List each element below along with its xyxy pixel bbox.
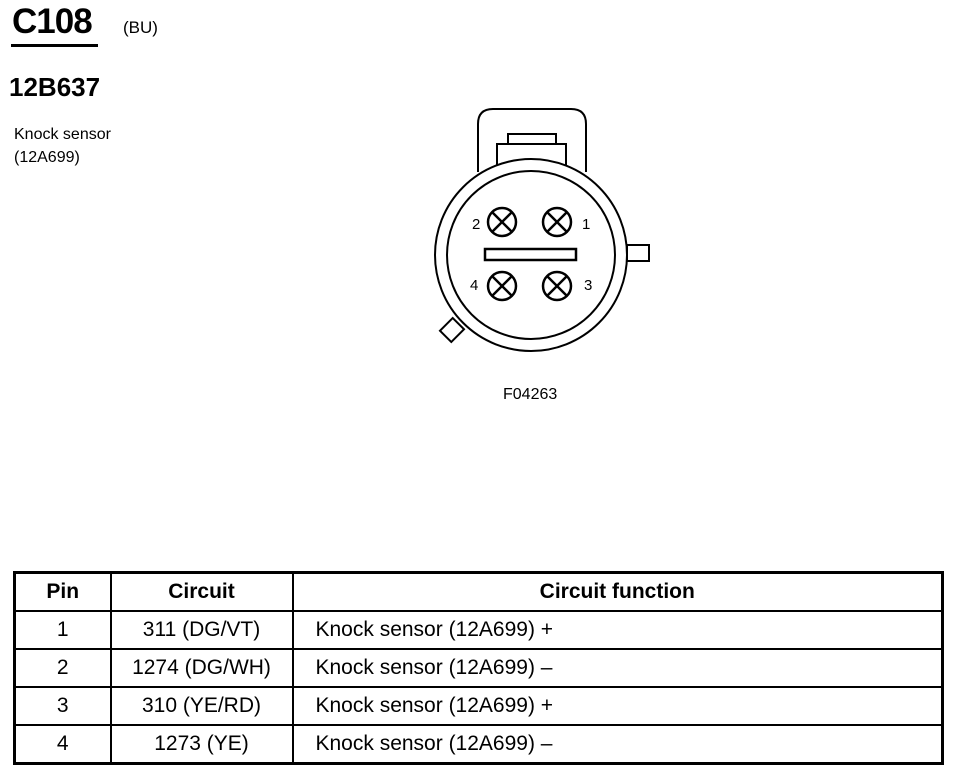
connector-outer-ring bbox=[434, 158, 628, 352]
cell-pin: 2 bbox=[13, 648, 112, 688]
description-line-2: (12A699) bbox=[14, 149, 80, 166]
cell-function: Knock sensor (12A699) + bbox=[291, 686, 944, 726]
connector-inner-ring bbox=[446, 170, 616, 340]
terminal-1 bbox=[541, 206, 573, 238]
header-function: Circuit function bbox=[291, 571, 944, 612]
pin-label-1: 1 bbox=[582, 216, 590, 233]
terminal-3 bbox=[541, 270, 573, 302]
cell-function: Knock sensor (12A699) – bbox=[291, 648, 944, 688]
table-row: 2 1274 (DG/WH) Knock sensor (12A699) – bbox=[13, 648, 944, 688]
figure-id: F04263 bbox=[503, 386, 558, 403]
cell-circuit: 1273 (YE) bbox=[109, 724, 294, 765]
cell-pin: 1 bbox=[13, 610, 112, 650]
header-circuit: Circuit bbox=[109, 571, 294, 612]
color-code: (BU) bbox=[123, 18, 158, 37]
connector-face-diagram: 1 2 3 4 bbox=[434, 108, 650, 352]
table-row: 1 311 (DG/VT) Knock sensor (12A699) + bbox=[13, 610, 944, 650]
part-number: 12B637 bbox=[9, 72, 101, 102]
pin-label-2: 2 bbox=[472, 216, 480, 233]
cell-circuit: 310 (YE/RD) bbox=[109, 686, 294, 726]
cell-pin: 4 bbox=[13, 724, 112, 765]
table-header-row: Pin Circuit Circuit function bbox=[13, 571, 944, 612]
cell-circuit: 1274 (DG/WH) bbox=[109, 648, 294, 688]
title-underline bbox=[11, 44, 98, 47]
cell-pin: 3 bbox=[13, 686, 112, 726]
pin-label-4: 4 bbox=[470, 277, 478, 294]
key-tab-right bbox=[626, 244, 650, 262]
description-line-1: Knock sensor bbox=[14, 126, 111, 143]
terminal-2 bbox=[486, 206, 518, 238]
lock-tab-outer bbox=[477, 108, 587, 172]
table-row: 3 310 (YE/RD) Knock sensor (12A699) + bbox=[13, 686, 944, 726]
table-row: 4 1273 (YE) Knock sensor (12A699) – bbox=[13, 724, 944, 765]
cell-function: Knock sensor (12A699) – bbox=[291, 724, 944, 765]
pin-table: Pin Circuit Circuit function 1 311 (DG/V… bbox=[13, 571, 944, 765]
key-tab-bottom-left bbox=[438, 316, 466, 344]
center-bar bbox=[483, 247, 578, 262]
lock-tab-inner bbox=[496, 133, 567, 168]
header-pin: Pin bbox=[13, 571, 112, 612]
connector-id: C108 bbox=[12, 2, 93, 41]
cell-circuit: 311 (DG/VT) bbox=[109, 610, 294, 650]
cell-function: Knock sensor (12A699) + bbox=[291, 610, 944, 650]
terminal-4 bbox=[486, 270, 518, 302]
pin-label-3: 3 bbox=[584, 277, 592, 294]
